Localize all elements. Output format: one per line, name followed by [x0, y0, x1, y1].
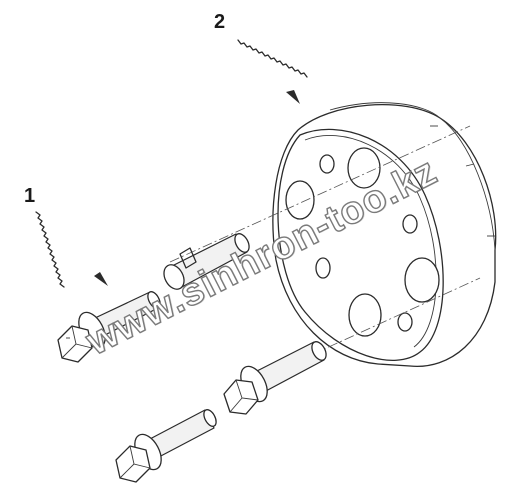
- bolt-upper-left: [57, 291, 161, 363]
- hole-large-bottom: [348, 293, 382, 337]
- hole-large-left: [285, 180, 315, 220]
- bolt-middle: [223, 341, 327, 415]
- callout-number-2: 2: [214, 11, 226, 33]
- bolt-bottom: [115, 409, 217, 483]
- leader-arrow-2: [237, 39, 308, 104]
- hole-large-top: [347, 147, 381, 189]
- hole-small-top: [319, 154, 335, 174]
- hole-small-mid: [315, 257, 331, 279]
- hole-large-right: [404, 257, 440, 303]
- hole-small-right: [402, 214, 418, 234]
- spacer-sleeve: [163, 233, 250, 290]
- ring-adapter: [169, 102, 497, 393]
- leader-arrow-1: [35, 211, 108, 288]
- hole-small-bottom: [397, 312, 413, 332]
- ring-rim-line: [329, 102, 441, 119]
- ring-back-edge: [439, 117, 496, 251]
- ring-inner-face: [277, 128, 444, 361]
- centerline-upper: [169, 125, 471, 263]
- callout-number-1: 1: [24, 185, 36, 207]
- ring-inner-lip: [304, 135, 437, 348]
